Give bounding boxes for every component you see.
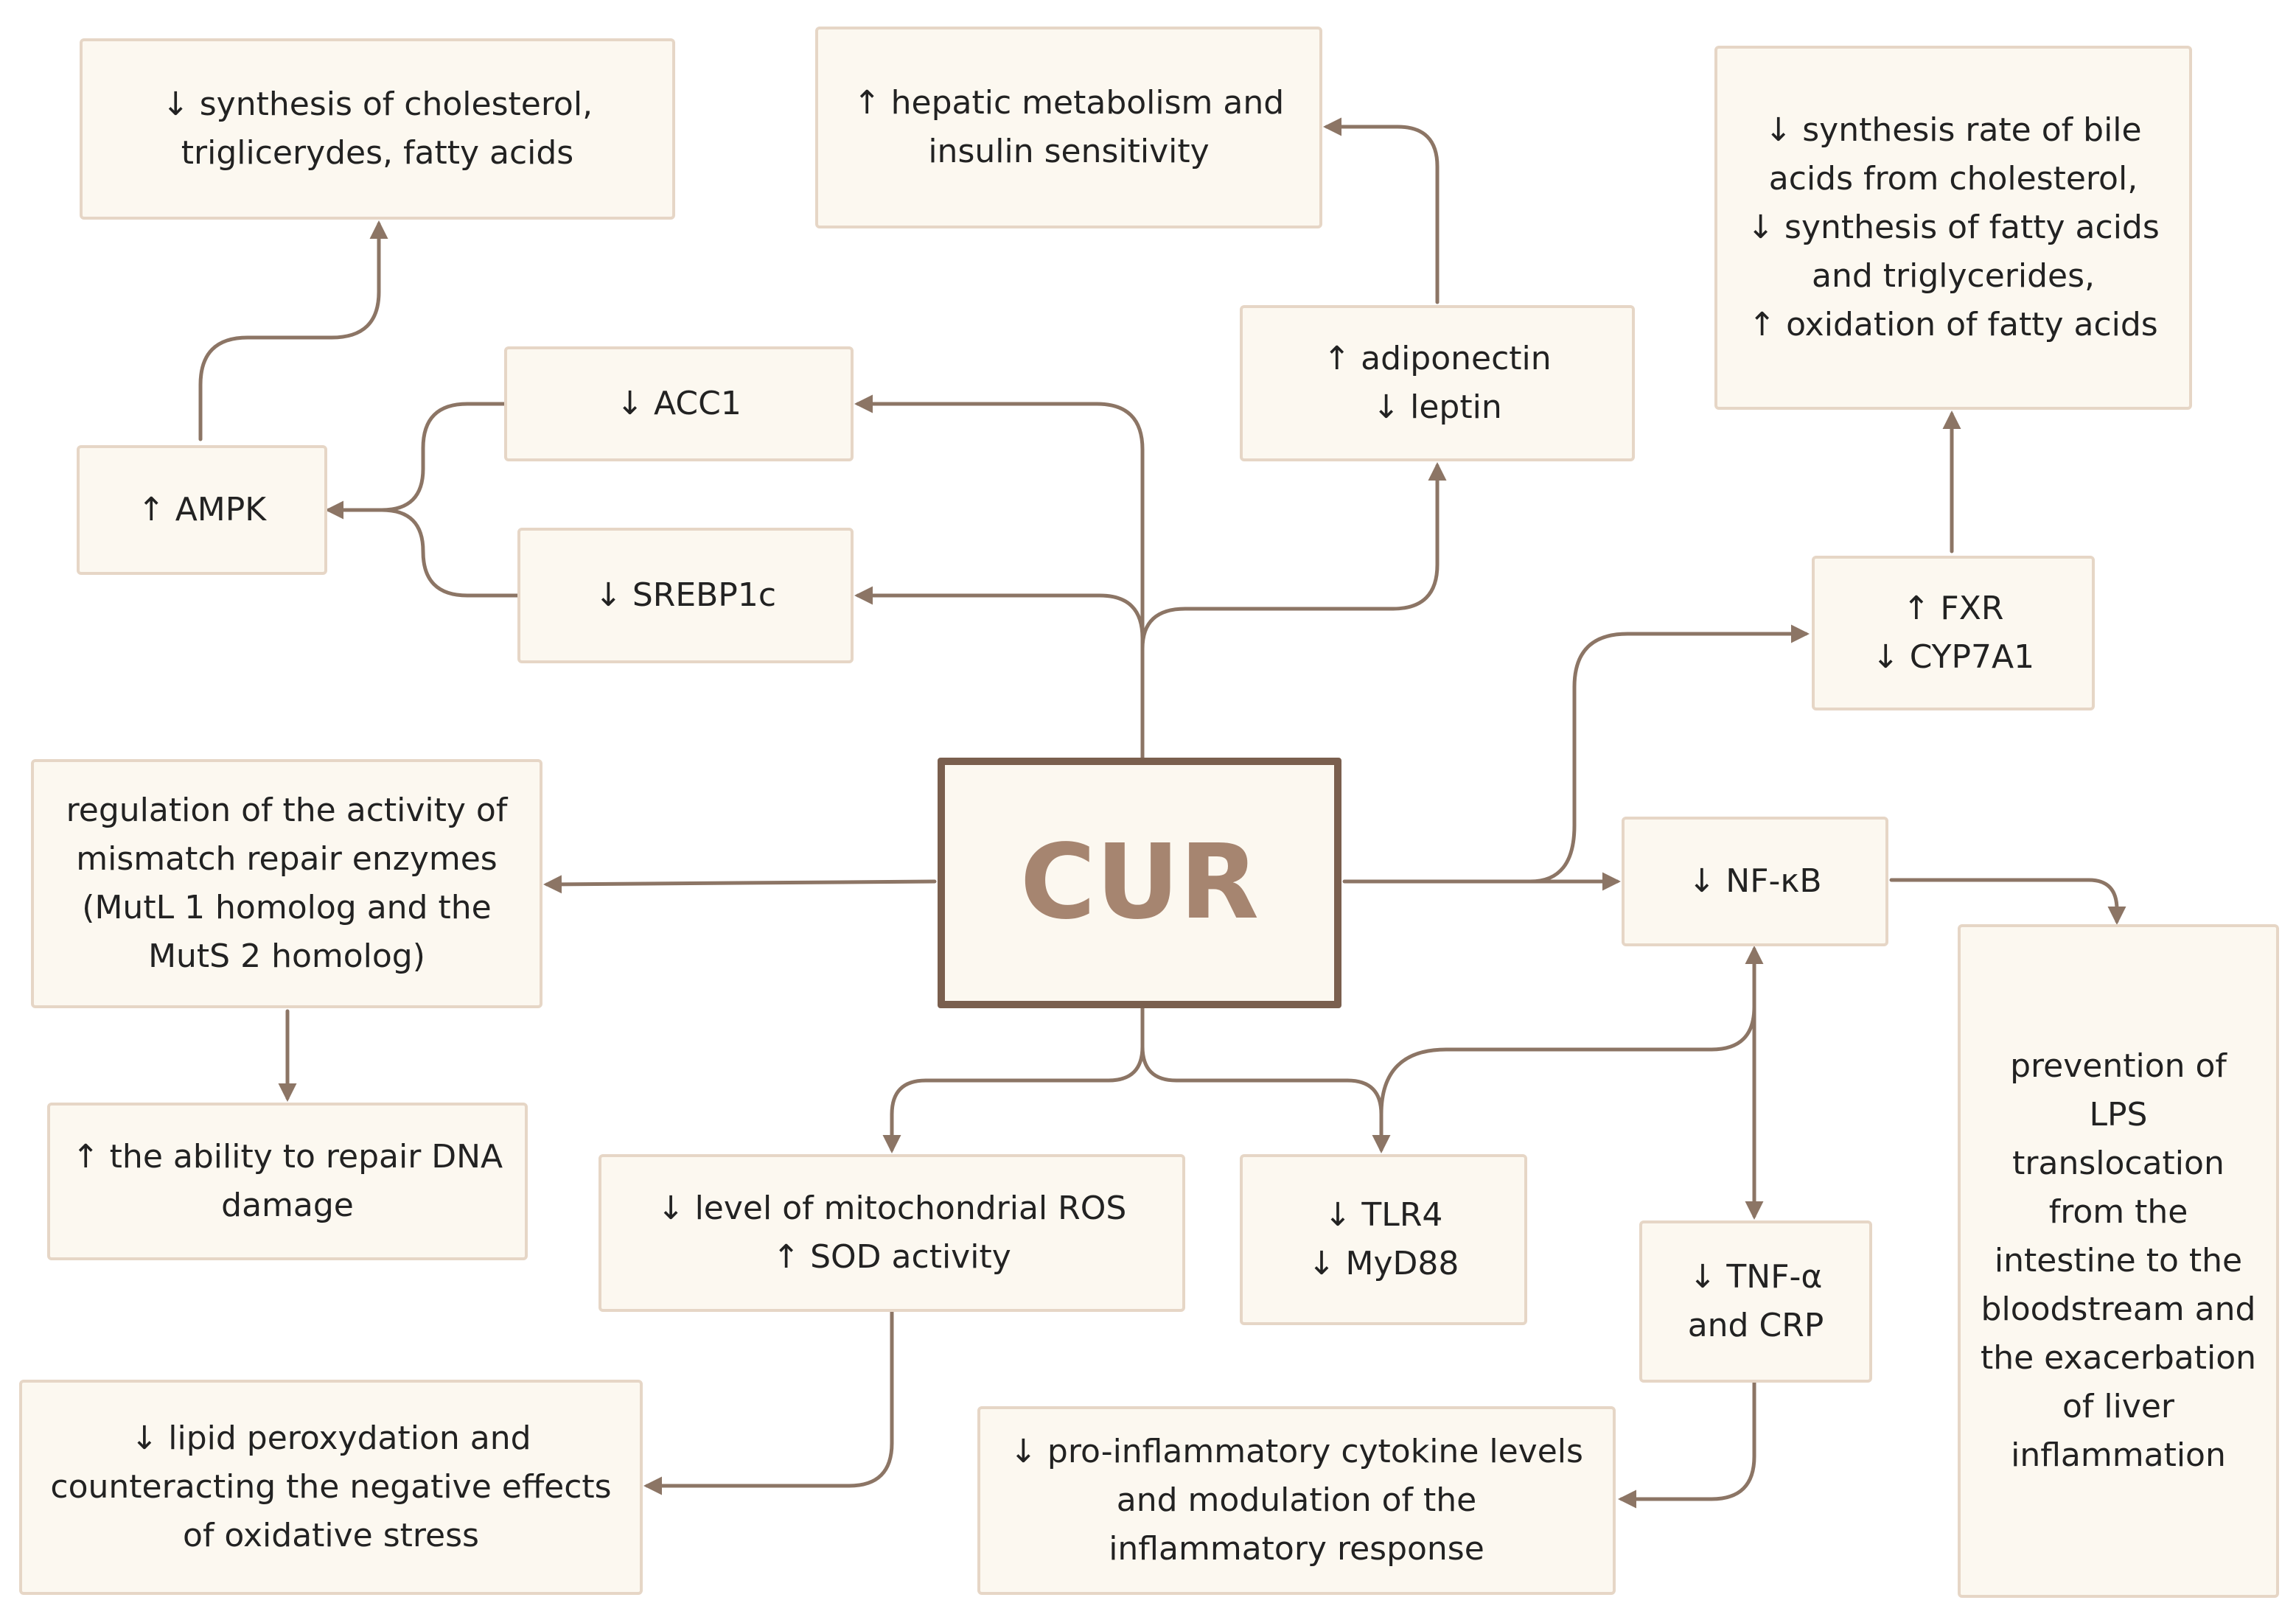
edge-cur-adipo [1140, 462, 1447, 651]
node-mitochondrial-ros: ↓ level of mitochondrial ROS ↑ SOD activ… [599, 1154, 1185, 1312]
node-lipid-peroxydation: ↓ lipid peroxydation and counteracting t… [19, 1380, 643, 1595]
edge-cur-mismatch [543, 875, 937, 894]
edge-tlr4-nfkb [1379, 1005, 1756, 1117]
edge-cur-tlr4 [1140, 1044, 1391, 1153]
node-srebp1c: ↓ SREBP1c [517, 528, 854, 663]
node-hepatic-metabolism: ↑ hepatic metabolism and insulin sensiti… [815, 27, 1322, 228]
node-adiponectin-leptin: ↑ adiponectin ↓ leptin [1240, 305, 1635, 461]
node-cur: CUR [938, 758, 1341, 1008]
node-dna-repair: ↑ the ability to repair DNA damage [47, 1103, 528, 1260]
node-fxr-cyp7a1: ↑ FXR ↓ CYP7A1 [1812, 556, 2095, 710]
node-nfkb: ↓ NF-κB [1622, 817, 1888, 946]
node-acc1: ↓ ACC1 [504, 346, 854, 461]
edge-cur-acc1 [854, 394, 1145, 651]
node-bile-acids: ↓ synthesis rate of bile acids from chol… [1714, 46, 2192, 410]
node-ampk: ↑ AMPK [77, 445, 327, 575]
edge-nfkb-lps [1889, 878, 2126, 925]
edge-adipo-hepatic [1323, 117, 1440, 304]
node-lps-prevention: prevention of LPS translocation from the… [1958, 924, 2279, 1598]
edge-srebp-ampk [380, 508, 520, 598]
edge-cur-srebp [854, 586, 1145, 651]
node-cytokine-levels: ↓ pro-inflammatory cytokine levels and m… [977, 1406, 1616, 1595]
edge-acc1-ampk [325, 402, 506, 520]
edge-ampk-chol [198, 220, 388, 441]
edge-cur-ros [882, 1044, 1145, 1153]
node-tlr4-myd88: ↓ TLR4 ↓ MyD88 [1240, 1154, 1527, 1325]
node-mismatch-repair: regulation of the activity of mismatch r… [31, 759, 542, 1008]
node-tnf-crp: ↓ TNF-α and CRP [1639, 1220, 1872, 1383]
edge-cur-fxr [1528, 624, 1810, 884]
edge-tnf-cyto [1618, 1380, 1756, 1509]
edge-ros-lipid [643, 1310, 894, 1495]
node-synthesis-cholesterol: ↓ synthesis of cholesterol, trigliceryde… [80, 38, 675, 220]
